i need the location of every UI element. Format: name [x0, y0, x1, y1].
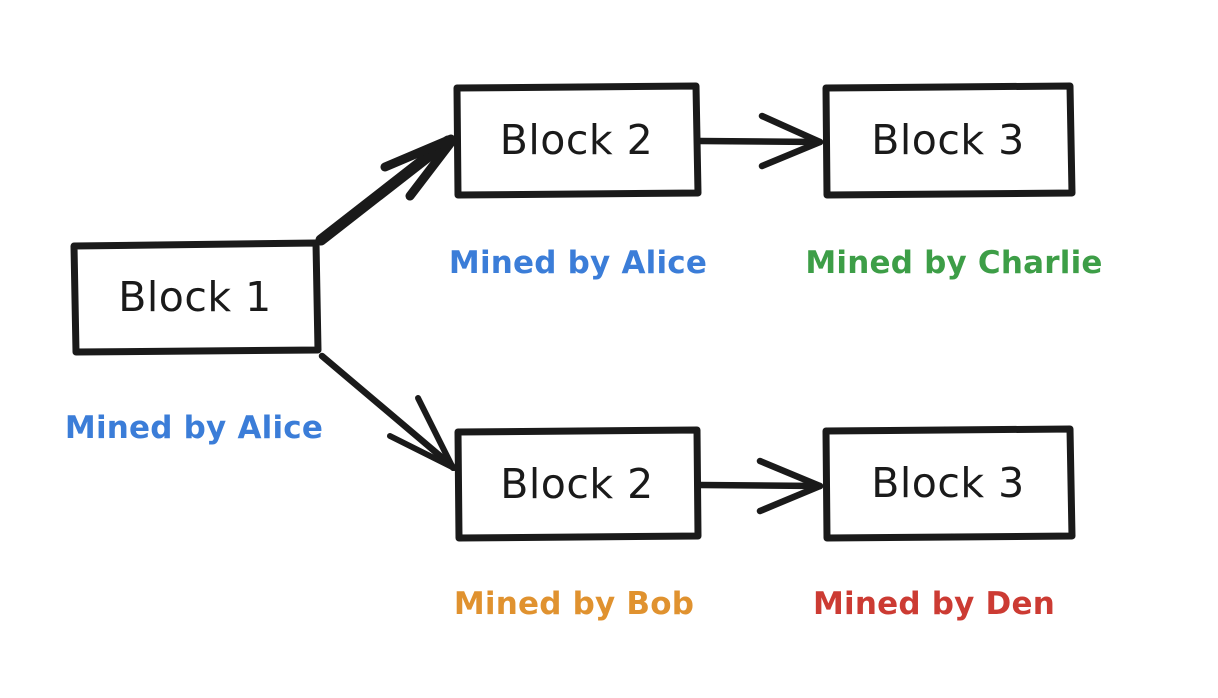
- miner-label-block-3-top: Mined by Charlie: [805, 245, 1103, 281]
- arrow-block2-to-block3-bottom: [696, 457, 824, 515]
- miner-label-block-2-bottom: Mined by Bob: [453, 586, 695, 622]
- arrow-bottom-head-lower: [756, 482, 824, 515]
- block-2-bottom-outline: [454, 426, 702, 542]
- arrow-block2-to-block3-top: [696, 112, 824, 170]
- miner-label-block-2-top: Mined by Alice: [448, 245, 708, 281]
- block-1-shape[interactable]: [70, 239, 322, 356]
- arrow-top-head-upper: [758, 112, 824, 146]
- arrow-block1-to-block2-top: [315, 134, 457, 246]
- arrow-top-head-lower: [758, 138, 824, 170]
- block-1-outline: [70, 239, 322, 356]
- arrow-up-head-upper: [380, 134, 456, 172]
- arrow-down-head-lower: [387, 433, 457, 471]
- miner-label-block-1: Mined by Alice: [64, 410, 324, 446]
- arrow-bottom-head-upper: [756, 457, 824, 490]
- arrow-down-head-upper: [415, 395, 456, 471]
- block-3-top-outline: [822, 82, 1076, 199]
- arrow-block1-to-block2-bottom: [318, 352, 457, 471]
- miner-label-block-3-bottom: Mined by Den: [813, 586, 1055, 622]
- arrow-down-shaft: [318, 352, 456, 470]
- block-2-top-outline: [453, 82, 702, 199]
- arrow-bottom-shaft: [696, 481, 822, 490]
- block-3-bottom-outline: [822, 425, 1076, 542]
- block-3-bottom-shape[interactable]: [822, 425, 1076, 542]
- arrow-up-shaft: [315, 135, 454, 246]
- block-2-top-shape[interactable]: [453, 82, 702, 199]
- block-3-top-shape[interactable]: [822, 82, 1076, 199]
- arrow-up-head-lower: [405, 136, 457, 201]
- block-2-bottom-shape[interactable]: [454, 426, 702, 542]
- arrow-top-shaft: [696, 137, 822, 146]
